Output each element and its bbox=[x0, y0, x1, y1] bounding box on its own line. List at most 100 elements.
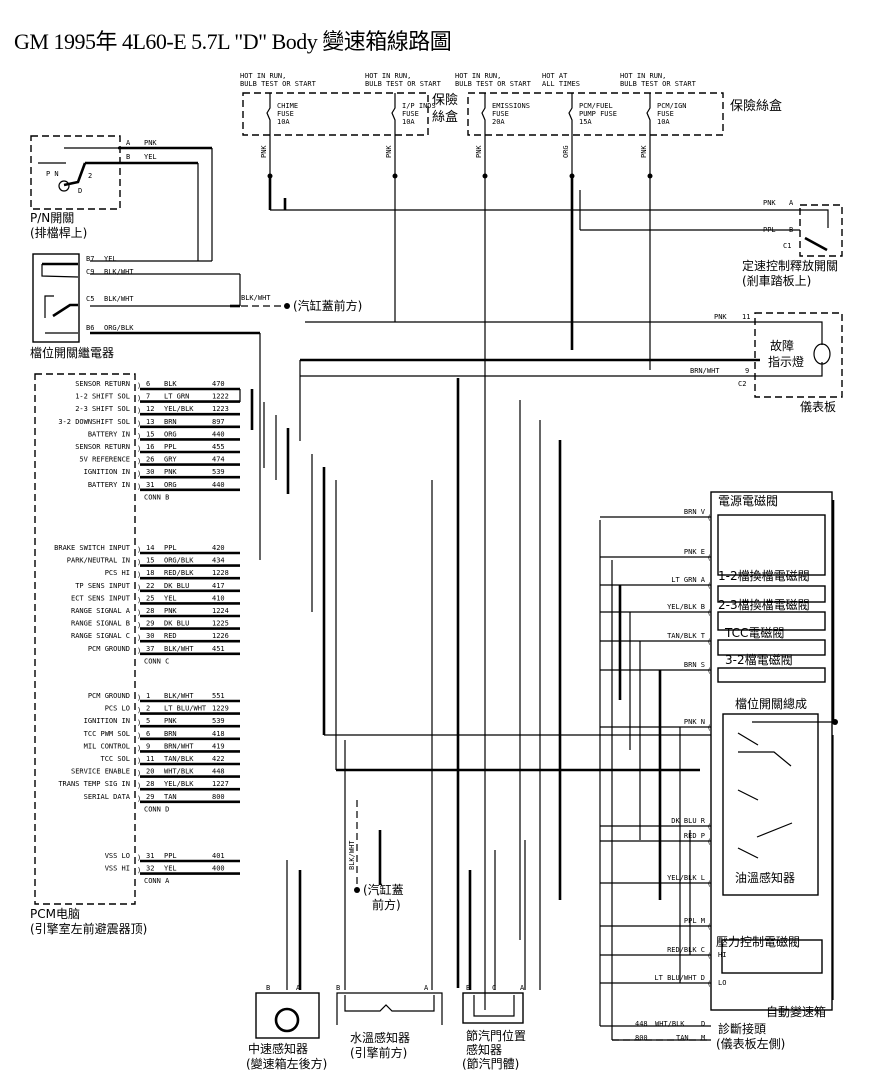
pcm-pin-circuit: 470 bbox=[212, 380, 225, 388]
ground-wire-label: BLK/WHT bbox=[241, 294, 271, 302]
mil-wire-9: BRN/WHT bbox=[690, 367, 720, 375]
dlc-pin-m: M bbox=[701, 1034, 705, 1042]
pcm-pin-wire: YEL/BLK bbox=[164, 780, 194, 788]
pcm-pin-circuit: 418 bbox=[212, 730, 225, 738]
pcm-pin-number: 1 bbox=[146, 692, 150, 700]
pcm-outline bbox=[34, 373, 136, 905]
tps-location: (節汽門體) bbox=[462, 1056, 519, 1071]
brake-switch-location: (剎車踏板上) bbox=[742, 274, 811, 288]
ground-location: (汽缸蓋前方) bbox=[293, 298, 362, 313]
connector-icon: ( bbox=[707, 638, 711, 646]
instrument-panel-label: 儀表板 bbox=[800, 400, 836, 414]
tps-label-2: 感知器 bbox=[466, 1042, 502, 1057]
range-switch-blade bbox=[738, 751, 792, 767]
connector-icon: ( bbox=[707, 838, 711, 846]
transmission-pin-wire: BRN S bbox=[684, 661, 705, 669]
pcm-pin-wire: BRN/WHT bbox=[164, 742, 194, 750]
transmission-pin-wire: YEL/BLK B bbox=[667, 603, 705, 611]
pcm-pin-function: SENSOR RETURN bbox=[75, 443, 130, 451]
transmission-pin-wire: YEL/BLK L bbox=[667, 874, 705, 882]
fuse-wire-color: PNK bbox=[475, 145, 483, 158]
pcm-pin-wire: GRY bbox=[164, 456, 177, 464]
fuse-header: HOT IN RUN, bbox=[455, 72, 501, 80]
pcm-pin-function: BATTERY IN bbox=[88, 481, 130, 489]
transmission-outline bbox=[710, 491, 833, 1011]
transmission-pin-wire: BRN V bbox=[684, 508, 706, 516]
solenoid-coil bbox=[717, 585, 826, 603]
ect-pin-b: B bbox=[336, 984, 340, 992]
fuse-box-left-outline bbox=[242, 92, 429, 136]
ground2-label-2: 前方) bbox=[372, 897, 401, 912]
transmission-pin-wire: PPL M bbox=[684, 917, 705, 925]
fuse-name: 10A bbox=[277, 118, 290, 126]
pcm-pin-function: PCM GROUND bbox=[88, 645, 130, 653]
pcm-pin-wire: PPL bbox=[164, 544, 177, 552]
range-switch-blade bbox=[756, 822, 793, 838]
fuse-wire-color: PNK bbox=[385, 145, 393, 158]
fuse-name: 10A bbox=[402, 118, 415, 126]
transmission-pin: YEL/BLK B( bbox=[600, 603, 711, 617]
bulb-icon bbox=[813, 343, 831, 365]
fuse-wire-color: PNK bbox=[260, 145, 268, 158]
pcm-pin-circuit: 1228 bbox=[212, 569, 229, 577]
transmission: BRN V(PNK E(LT GRN A(YEL/BLK B(TAN/BLK T… bbox=[600, 491, 838, 1019]
pcm-pin-circuit: 1223 bbox=[212, 405, 229, 413]
solenoid-coil bbox=[717, 611, 826, 631]
pcm-connector-name: CONN C bbox=[144, 657, 169, 665]
pcm-pin-circuit: 1226 bbox=[212, 632, 229, 640]
pcm-pin-circuit: 451 bbox=[212, 645, 225, 653]
vss-rotor-icon bbox=[274, 1007, 300, 1033]
pcm-pin-wire: YEL bbox=[164, 594, 177, 602]
transmission-pin: LT GRN A( bbox=[600, 576, 711, 590]
pcm-pin-function: PARK/NEUTRAL IN bbox=[67, 557, 130, 565]
pcm-connector-name: CONN A bbox=[144, 877, 170, 885]
brake-connector: C1 bbox=[783, 242, 791, 250]
pcm-pin-wire: ORG bbox=[164, 481, 177, 489]
pcm-pin-function: VSS LO bbox=[105, 852, 130, 860]
connector-icon: ) bbox=[137, 395, 141, 403]
pcm-pin-wire: PPL bbox=[164, 443, 177, 451]
pn-switch-location: (排檔桿上) bbox=[30, 225, 87, 240]
transmission-pin: DK BLU R( bbox=[600, 817, 711, 831]
pcm-pin-circuit: 897 bbox=[212, 418, 225, 426]
tps-sensor: B C A 節汽門位置 感知器 (節汽門體) bbox=[462, 984, 526, 1071]
pcm-pin-function: TCC PWM SOL bbox=[84, 730, 130, 738]
connector-icon: ) bbox=[137, 571, 141, 579]
connector-icon: ) bbox=[137, 596, 141, 604]
relay-pin-b6: B6 bbox=[86, 324, 94, 332]
pcm-pin-function: ECT SENS INPUT bbox=[71, 594, 131, 602]
pcm-pin-function: TP SENS INPUT bbox=[75, 582, 131, 590]
pcm-pin-number: 14 bbox=[146, 544, 154, 552]
pcm-pin-function: VSS HI bbox=[105, 865, 130, 873]
pcm-pin-number: 15 bbox=[146, 430, 154, 438]
connector-icon: ) bbox=[137, 458, 141, 466]
dlc-circuit-m: 800 bbox=[635, 1034, 648, 1042]
connector-icon: ) bbox=[137, 609, 141, 617]
connector-icon: ) bbox=[137, 584, 141, 592]
ect-label: 水溫感知器 bbox=[350, 1030, 410, 1045]
mil-wire-11: PNK bbox=[714, 313, 727, 321]
pcm-pin-function: RANGE SIGNAL B bbox=[71, 620, 130, 628]
fuse-box-right-outline bbox=[467, 92, 724, 136]
connector-icon: ( bbox=[707, 554, 711, 562]
pcm-pin-function: TRANS TEMP SIG IN bbox=[58, 780, 130, 788]
pcm-pin-function: 2-3 SHIFT SOL bbox=[75, 405, 130, 413]
fuse-header: HOT AT bbox=[542, 72, 568, 80]
connector-icon: ( bbox=[707, 880, 711, 888]
mil-connector: C2 bbox=[738, 380, 746, 388]
pcm-pin-circuit: 401 bbox=[212, 852, 225, 860]
brake-switch-label: 定速控制釋放開關 bbox=[742, 258, 838, 273]
park-relay-label: 檔位開關繼電器 bbox=[30, 345, 114, 360]
connector-icon: ) bbox=[137, 559, 141, 567]
connector-icon: ) bbox=[137, 694, 141, 702]
pn-switch-outline bbox=[30, 135, 121, 210]
